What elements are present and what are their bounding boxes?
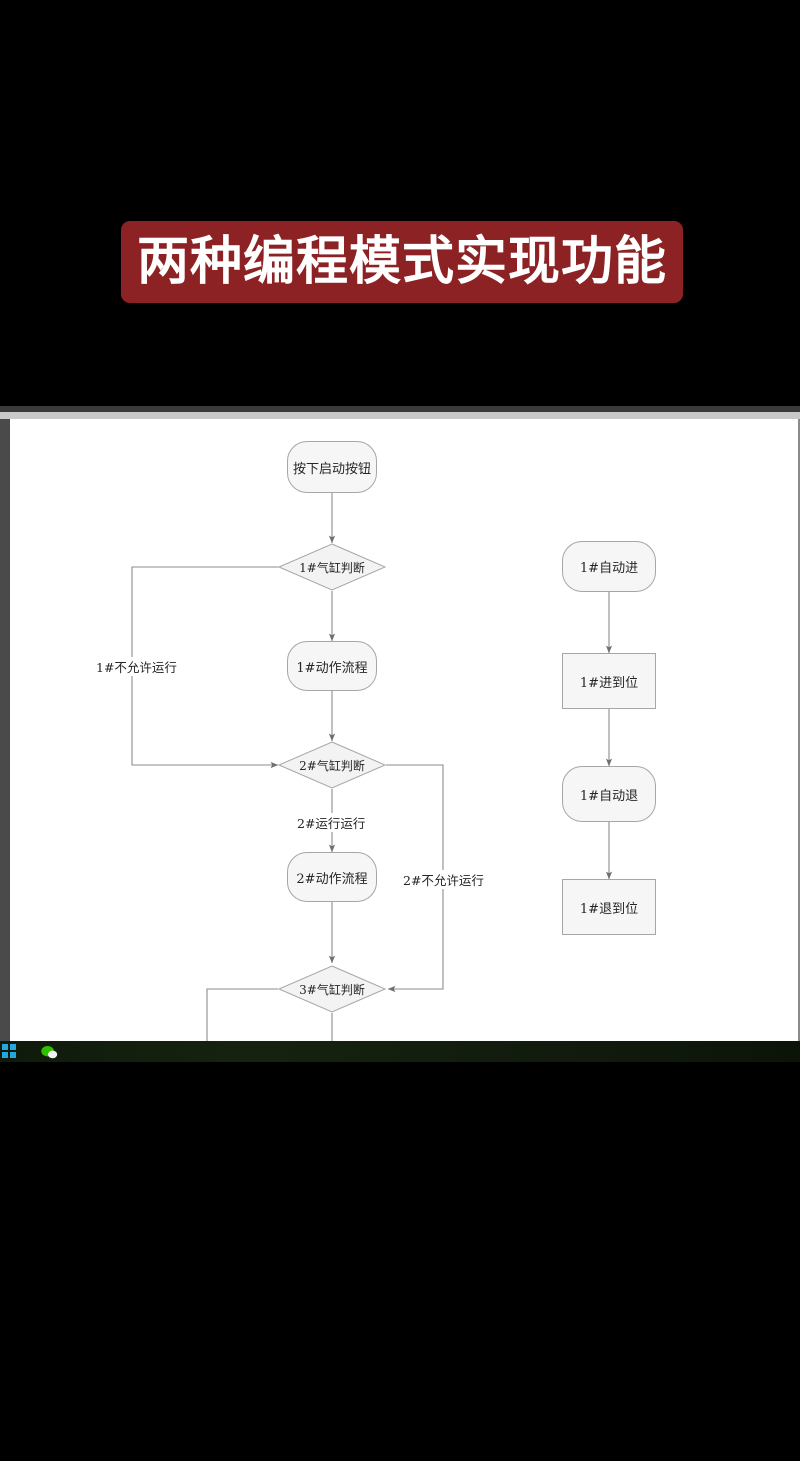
node-auto-advance-label: 1#自动进 — [579, 561, 639, 576]
node-auto-retract[interactable]: 1#自动退 — [562, 766, 656, 822]
node-process-2[interactable]: 2#动作流程 — [287, 852, 377, 902]
node-retract-in-position-label: 1#退到位 — [579, 901, 639, 917]
node-retract-in-position[interactable]: 1#退到位 — [562, 879, 656, 935]
flowchart-edges — [131, 492, 613, 1041]
taskbar[interactable] — [0, 1041, 800, 1062]
node-process-1[interactable]: 1#动作流程 — [287, 641, 377, 691]
title-banner: 两种编程模式实现功能 — [121, 221, 683, 303]
screenshot-window: 按下启动按钮 1#气缸判断 1#动作流程 2#气缸判断 2#动作流程 — [0, 406, 800, 1062]
node-auto-advance[interactable]: 1#自动进 — [562, 541, 656, 592]
node-process-1-label: 1#动作流程 — [296, 660, 368, 676]
window-chrome-ruler — [0, 412, 800, 419]
node-start[interactable]: 按下启动按钮 — [287, 441, 377, 493]
window-chrome-right — [798, 419, 800, 1041]
node-advance-in-position-label: 1#进到位 — [579, 675, 639, 691]
windows-start-icon-tile — [9, 1051, 16, 1058]
node-start-label: 按下启动按钮 — [292, 461, 371, 477]
windows-start-icon-tile — [2, 1051, 9, 1058]
windows-start-icon-tile — [2, 1044, 9, 1051]
windows-start-icon[interactable] — [2, 1044, 16, 1058]
node-decision-3[interactable]: 3#气缸判断 — [278, 965, 386, 1013]
node-decision-1[interactable]: 1#气缸判断 — [278, 543, 386, 591]
diamond-shape-icon — [278, 741, 386, 789]
window-chrome-left — [0, 419, 10, 1041]
diamond-shape-icon — [278, 543, 386, 591]
edge-label-2-run: 2#运行运行 — [295, 813, 368, 832]
node-decision-1-label: 1#气缸判断 — [299, 560, 365, 575]
flowchart: 按下启动按钮 1#气缸判断 1#动作流程 2#气缸判断 2#动作流程 — [10, 419, 798, 1041]
window-chrome-top — [0, 406, 800, 412]
edge-label-1-not-allowed: 1#不允许运行 — [94, 657, 179, 676]
page-title: 两种编程模式实现功能 — [136, 232, 667, 292]
node-process-2-label: 2#动作流程 — [296, 871, 368, 887]
wechat-icon[interactable] — [40, 1045, 58, 1059]
node-auto-retract-label: 1#自动退 — [579, 788, 639, 804]
diamond-shape-icon — [278, 965, 386, 1013]
node-decision-2-label: 2#气缸判断 — [299, 758, 365, 773]
node-advance-in-position[interactable]: 1#进到位 — [562, 653, 656, 709]
node-decision-2[interactable]: 2#气缸判断 — [278, 741, 386, 789]
diagram-canvas: 按下启动按钮 1#气缸判断 1#动作流程 2#气缸判断 2#动作流程 — [10, 419, 798, 1041]
node-decision-3-label: 3#气缸判断 — [299, 982, 365, 997]
edge-label-2-not-allowed: 2#不允许运行 — [401, 870, 486, 889]
windows-start-icon-tile — [9, 1044, 16, 1051]
